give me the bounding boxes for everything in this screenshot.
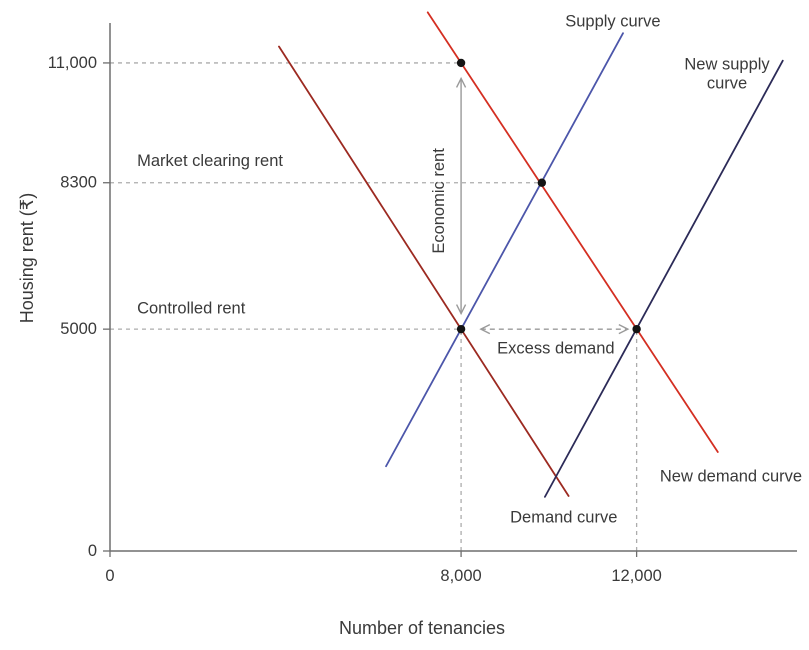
- excess-demand-arrow-head: [618, 324, 630, 335]
- market-clearing-rent-label: Market clearing rent: [137, 152, 283, 170]
- controlled-rent-point: [456, 324, 466, 334]
- y-tick-label: 0: [88, 542, 97, 560]
- y-axis-title: Housing rent (₹): [17, 193, 37, 324]
- new-demand-curve-line: [426, 11, 719, 453]
- excess-demand-arrow-head: [479, 324, 491, 335]
- excess-demand-label: Excess demand: [497, 340, 614, 358]
- economic-rent-arrow-head: [455, 76, 467, 88]
- x-tick-label: 12,000: [611, 567, 661, 585]
- new-equilibrium-point: [632, 324, 641, 334]
- y-tick-label: 11,000: [48, 54, 97, 72]
- new-demand-curve-label: New demand curve: [660, 467, 802, 485]
- controlled-rent-label: Controlled rent: [137, 300, 246, 318]
- demand-curve-line: [278, 45, 570, 497]
- y-tick-label: 8300: [60, 174, 97, 192]
- demand-curve-label: Demand curve: [510, 508, 617, 526]
- supply-curve-label: Supply curve: [565, 13, 660, 31]
- y-tick-label: 5000: [60, 320, 97, 338]
- new-supply-curve-line: [544, 59, 784, 498]
- market-clearing-point: [537, 178, 547, 187]
- x-tick-label: 0: [105, 567, 114, 585]
- economic-rent-label: Economic rent: [430, 148, 448, 254]
- x-axis-title: Number of tenancies: [339, 618, 505, 638]
- supply-curve-line: [385, 32, 624, 468]
- economic-rent-top-point: [456, 58, 466, 68]
- economic-rent-arrow-head: [455, 304, 467, 316]
- x-tick-label: 8,000: [440, 567, 481, 585]
